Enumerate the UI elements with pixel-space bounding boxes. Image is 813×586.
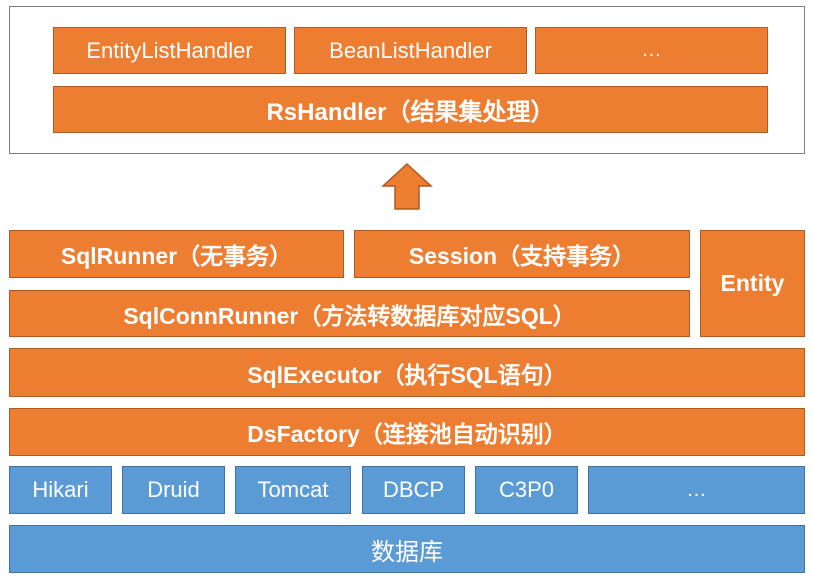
sql-executor-box: SqlExecutor（执行SQL语句） xyxy=(9,348,805,397)
up-arrow-icon xyxy=(381,162,433,210)
session-box: Session（支持事务） xyxy=(354,230,690,278)
sql-conn-runner-box: SqlConnRunner（方法转数据库对应SQL） xyxy=(9,290,690,337)
ds-factory-box: DsFactory（连接池自动识别） xyxy=(9,408,805,456)
bean-list-handler-box: BeanListHandler xyxy=(294,27,527,74)
sql-runner-box: SqlRunner（无事务） xyxy=(9,230,344,278)
pool-druid-box: Druid xyxy=(122,466,225,514)
entity-list-handler-box: EntityListHandler xyxy=(53,27,286,74)
pool-hikari-box: Hikari xyxy=(9,466,112,514)
rs-handler-label: RsHandler（结果集处理） xyxy=(266,99,555,126)
pool-dbcp-box: DBCP xyxy=(362,466,465,514)
rs-handler-box: RsHandler（结果集处理） xyxy=(53,86,768,133)
database-box: 数据库 xyxy=(9,525,805,573)
pool-more-box: … xyxy=(588,466,805,514)
pool-c3p0-box: C3P0 xyxy=(475,466,578,514)
pool-tomcat-box: Tomcat xyxy=(235,466,351,514)
entity-box: Entity xyxy=(700,230,805,337)
more-handlers-box: … xyxy=(535,27,768,74)
